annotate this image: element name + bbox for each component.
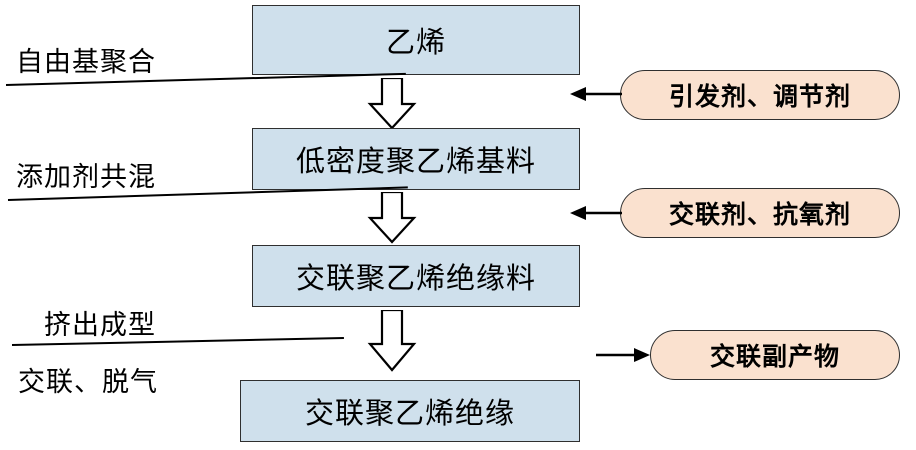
- process-box-label: 乙烯: [385, 25, 446, 59]
- process-box-label: 低密度聚乙烯基料: [295, 144, 536, 178]
- side-item-initiator-regulator: 引发剂、调节剂: [620, 70, 900, 120]
- output-arrow-1: [596, 343, 652, 371]
- input-arrow-1: [570, 82, 624, 110]
- stage-label-free-radical-polymerization: 自由基聚合: [16, 47, 156, 78]
- stage-label-additive-blending: 添加剂共混: [16, 162, 156, 193]
- input-arrow-2: [570, 201, 624, 229]
- flow-arrow-3: [362, 308, 422, 376]
- process-box-ethylene: 乙烯: [252, 5, 580, 75]
- stage-label-crosslink-degas: 交联、脱气: [18, 367, 158, 398]
- side-item-label: 交联副产物: [709, 342, 840, 371]
- process-box-xlpe-insulation: 交联聚乙烯绝缘: [240, 380, 580, 442]
- process-box-ldpe-base: 低密度聚乙烯基料: [252, 128, 580, 190]
- process-box-xlpe-insulation-compound: 交联聚乙烯绝缘料: [252, 245, 580, 307]
- side-item-crosslinker-antioxidant: 交联剂、抗氧剂: [620, 188, 900, 238]
- process-box-label: 交联聚乙烯绝缘: [304, 396, 515, 430]
- flow-arrow-1: [362, 76, 422, 134]
- stage-label-extrusion-molding: 挤出成型: [44, 310, 156, 341]
- process-box-label: 交联聚乙烯绝缘料: [295, 261, 536, 295]
- side-item-label: 引发剂、调节剂: [668, 82, 851, 111]
- side-item-crosslink-byproduct: 交联副产物: [650, 330, 900, 380]
- flow-arrow-2: [362, 190, 422, 248]
- side-item-label: 交联剂、抗氧剂: [668, 200, 851, 229]
